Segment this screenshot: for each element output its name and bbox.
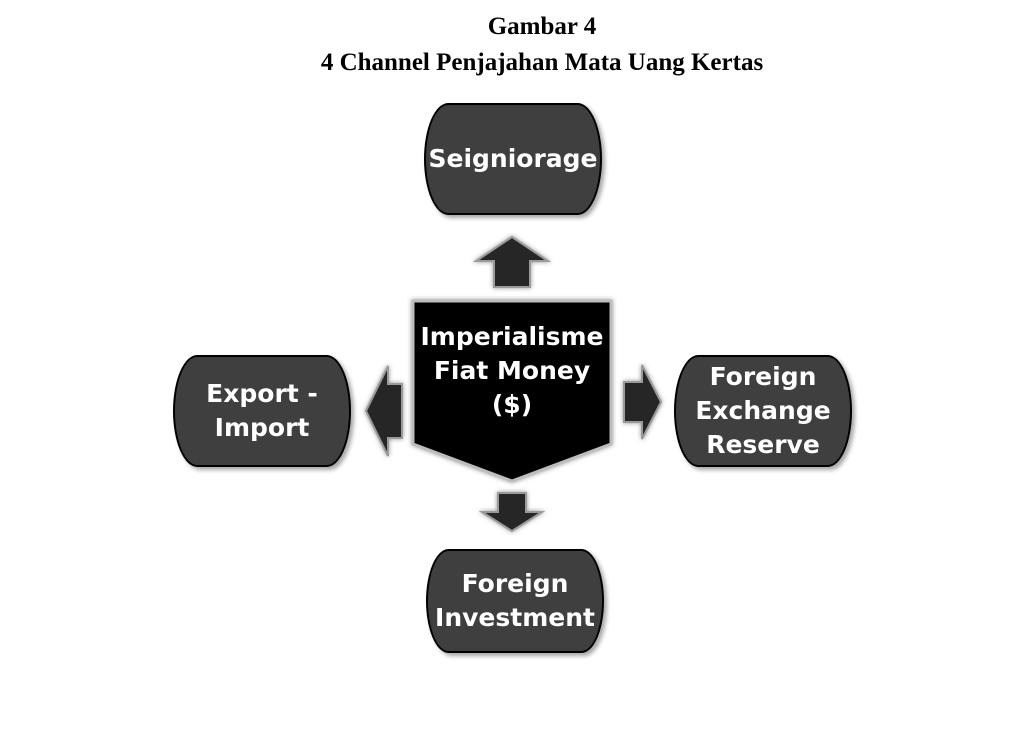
arrow-up-icon: [472, 235, 552, 288]
node-foreign-investment: Foreign Investment: [426, 549, 604, 653]
node-foreign-exchange-reserve: Foreign Exchange Reserve: [674, 355, 852, 467]
center-pentagon: [411, 299, 613, 483]
node-seigniorage-line-1: Seigniorage: [428, 144, 598, 173]
node-export-import-line-2: Import: [214, 413, 310, 442]
center-label-line-1: Imperialisme: [420, 322, 604, 351]
center-label-line-3: ($): [491, 390, 533, 419]
node-foreign-investment-line-2: Investment: [435, 603, 595, 632]
node-foreign-exchange-reserve-line-3: Reserve: [706, 430, 820, 459]
figure-title: 4 Channel Penjajahan Mata Uang Kertas: [320, 49, 764, 76]
node-foreign-investment-line-1: Foreign: [461, 569, 569, 598]
node-foreign-exchange-reserve-line-2: Exchange: [695, 396, 831, 425]
arrow-down-icon: [478, 492, 546, 533]
center-label-line-2: Fiat Money: [433, 356, 591, 385]
center-label: Imperialisme Fiat Money ($): [414, 320, 610, 422]
arrow-left-icon: [364, 365, 403, 457]
figure-label: Gambar 4: [487, 13, 597, 40]
node-seigniorage: Seigniorage: [424, 103, 602, 215]
node-foreign-exchange-reserve-line-1: Foreign: [709, 362, 817, 391]
node-export-import-line-1: Export -: [206, 379, 318, 408]
arrow-right-icon: [623, 364, 663, 440]
node-export-import: Export - Import: [173, 355, 351, 467]
